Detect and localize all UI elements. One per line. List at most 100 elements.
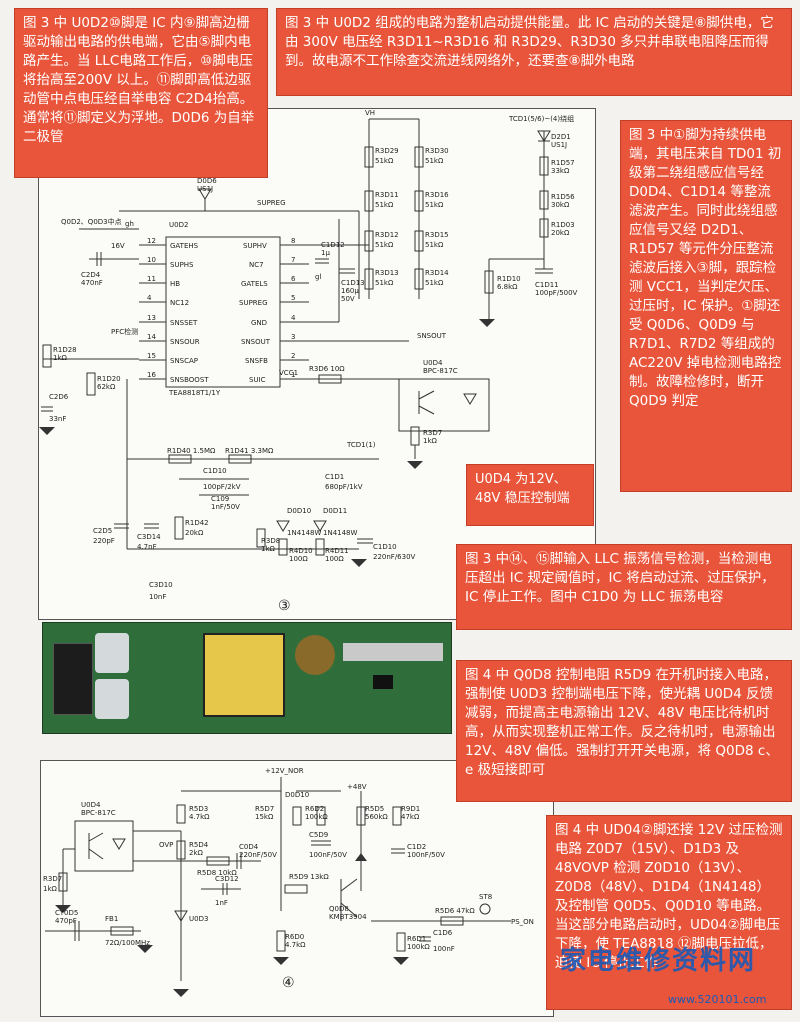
label-r1d28-value: 1kΩ bbox=[53, 354, 68, 362]
label-r3d14: R3D14 bbox=[425, 269, 449, 277]
f4-label-st8: ST8 bbox=[479, 893, 492, 901]
f4-label-cy0d5-value: 470pF bbox=[55, 917, 77, 925]
label-r3d13: R3D13 bbox=[375, 269, 399, 277]
f4-label-c1d2-value: 100nF/50V bbox=[407, 851, 445, 859]
label-c2d4-value: 470nF bbox=[81, 279, 103, 287]
label-c3d10-value: 10nF bbox=[149, 593, 166, 601]
note-llc-detect: 图 3 中⑭、⑮脚输入 LLC 振荡信号检测，当检测电压超出 IC 规定阈值时，… bbox=[456, 544, 792, 630]
f4-label-r5d9: R5D9 13kΩ bbox=[289, 873, 329, 881]
label-r3d8-value: 1kΩ bbox=[261, 545, 276, 553]
label-vcc1: VCC1 bbox=[279, 369, 298, 377]
pin-name: SNSFB bbox=[245, 357, 268, 365]
pin-name: GATELS bbox=[241, 280, 268, 288]
label-c3d14-value: 4.7nF bbox=[137, 543, 157, 551]
capacitor-470uf-2 bbox=[95, 679, 129, 719]
f4-label-r5d5: R5D5 bbox=[365, 805, 384, 813]
pin-num: 5 bbox=[291, 294, 295, 302]
pin-name: SNSOUR bbox=[170, 338, 200, 346]
label-16v: 16V bbox=[111, 242, 125, 250]
label-r4d10: R4D10 bbox=[289, 547, 313, 555]
f4-label-r6d1-value: 100kΩ bbox=[407, 943, 430, 951]
f4-label-c1d6: C1D6 bbox=[433, 929, 453, 937]
f4-label-r9d1: R9D1 bbox=[401, 805, 420, 813]
pin-name: SNSOUT bbox=[241, 338, 271, 346]
f4-label-ps-on: PS_ON bbox=[511, 918, 534, 926]
pin-num: 15 bbox=[147, 352, 156, 360]
label-vh: VH bbox=[365, 109, 375, 117]
connector-block bbox=[53, 643, 93, 715]
label-d0d11: D0D11 bbox=[323, 507, 347, 515]
f4-label-r5d7: R5D7 bbox=[255, 805, 274, 813]
label-c1d13-value: 160μ bbox=[341, 287, 359, 295]
label-r3d8: R3D8 bbox=[261, 537, 280, 545]
label-u0d4: U0D4 bbox=[423, 359, 443, 367]
figure4-schematic: U0D4 BPC-817C R3D7 1kΩ CY0D5 470pF FB1 7… bbox=[43, 767, 534, 997]
label-d2d1: D2D1 bbox=[551, 133, 571, 141]
label-c1d10-value: 100pF/2kV bbox=[203, 483, 241, 491]
f4-label-c3d12-value: 1nF bbox=[215, 899, 228, 907]
label-r51k: 51kΩ bbox=[375, 241, 394, 249]
f4-label-fb1: FB1 bbox=[105, 915, 118, 923]
figure4-panel: U0D4 BPC-817C R3D7 1kΩ CY0D5 470pF FB1 7… bbox=[40, 760, 554, 1017]
pcb-photo bbox=[42, 622, 452, 734]
label-d0d11-value: 1N4148W bbox=[323, 529, 358, 537]
pin-num: 6 bbox=[291, 275, 296, 283]
label-c3d10: C3D10 bbox=[149, 581, 173, 589]
label-r51k: 51kΩ bbox=[425, 241, 444, 249]
label-r51k: 51kΩ bbox=[375, 157, 394, 165]
note-u0d2-pin10: 图 3 中 U0D2⑩脚是 IC 内⑨脚高边栅驱动输出电路的供电端，它由⑤脚内电… bbox=[14, 8, 268, 178]
f4-label-bpc: BPC-817C bbox=[81, 809, 116, 817]
pin-num: 10 bbox=[147, 256, 156, 264]
pin-name: HB bbox=[170, 280, 180, 288]
label-r3d7: R3D7 bbox=[423, 429, 442, 437]
pin-name: NC12 bbox=[170, 299, 189, 307]
pin-name: SUPREG bbox=[239, 299, 268, 307]
f4-label-r5d7-value: 15kΩ bbox=[255, 813, 274, 821]
pin-name: SUPHS bbox=[170, 261, 194, 269]
note-ud04-ovp: 图 4 中 UD04②脚还接 12V 过压检测电路 Z0D7（15V）、D1D3… bbox=[546, 815, 792, 1010]
label-c1d12: C1D12 bbox=[321, 241, 345, 249]
inductor bbox=[295, 635, 335, 675]
label-c1d13-voltage: 50V bbox=[341, 295, 355, 303]
label-c1d1: C1D1 bbox=[325, 473, 344, 481]
label-c1d10b-value: 220nF/630V bbox=[373, 553, 416, 561]
pin-num: 4 bbox=[291, 314, 296, 322]
label-c109: C109 bbox=[211, 495, 229, 503]
label-r4d10-value: 100Ω bbox=[289, 555, 308, 563]
figure3-panel: U0D2 TEA8818T1/1Y 12 GATEHS 10 SUPHS 11 … bbox=[38, 108, 596, 620]
label-c1d11-value: 100pF/500V bbox=[535, 289, 578, 297]
label-r3d15: R3D15 bbox=[425, 231, 449, 239]
ic-left-pins: 12 GATEHS 10 SUPHS 11 HB 4 NC12 13 SNSSE… bbox=[147, 237, 209, 384]
label-r51k: 51kΩ bbox=[425, 279, 444, 287]
label-r51k: 51kΩ bbox=[425, 157, 444, 165]
f4-label-r5d3: R5D3 bbox=[189, 805, 208, 813]
f4-label-r5d8: R5D8 10kΩ bbox=[197, 869, 237, 877]
f4-label-r6d1: R6D1 bbox=[407, 935, 426, 943]
label-r1d41: R1D41 3.3MΩ bbox=[225, 447, 274, 455]
label-r51k: 51kΩ bbox=[375, 279, 394, 287]
label-r3d29: R3D29 bbox=[375, 147, 399, 155]
label-c1d10: C1D10 bbox=[203, 467, 227, 475]
heatsink bbox=[343, 643, 443, 661]
f4-label-r5d4-value: 2kΩ bbox=[189, 849, 204, 857]
pin-num: 14 bbox=[147, 333, 156, 341]
label-tcd1-1: TCD1(1) bbox=[346, 441, 376, 449]
ic-u0d2-label: U0D2 bbox=[169, 221, 188, 229]
watermark-url: www.520101.com bbox=[668, 993, 767, 1006]
f4-label-u0d3: U0D3 bbox=[189, 915, 208, 923]
label-r3d12: R3D12 bbox=[375, 231, 399, 239]
f4-label-u0d4: U0D4 bbox=[81, 801, 101, 809]
pin-num: 11 bbox=[147, 275, 156, 283]
pin-num: 8 bbox=[291, 237, 295, 245]
label-tcd1: TCD1(5/6)~(4)绕组 bbox=[508, 114, 574, 123]
f4-label-c1d2: C1D2 bbox=[407, 843, 426, 851]
label-r1d57-value: 33kΩ bbox=[551, 167, 570, 175]
f4-label-ovp: OVP bbox=[159, 841, 173, 849]
f4-label-q0d8-value: KMBT3904 bbox=[329, 913, 367, 921]
f4-label-r6d2: R6D2 bbox=[305, 805, 324, 813]
pin-name: SNSSET bbox=[170, 319, 198, 327]
label-d0d10-value: 1N4148W bbox=[287, 529, 322, 537]
label-r3d30: R3D30 bbox=[425, 147, 449, 155]
f4-label-d0d10: D0D10 bbox=[285, 791, 309, 799]
f4-label-c0d4-value: 220nF/50V bbox=[239, 851, 277, 859]
